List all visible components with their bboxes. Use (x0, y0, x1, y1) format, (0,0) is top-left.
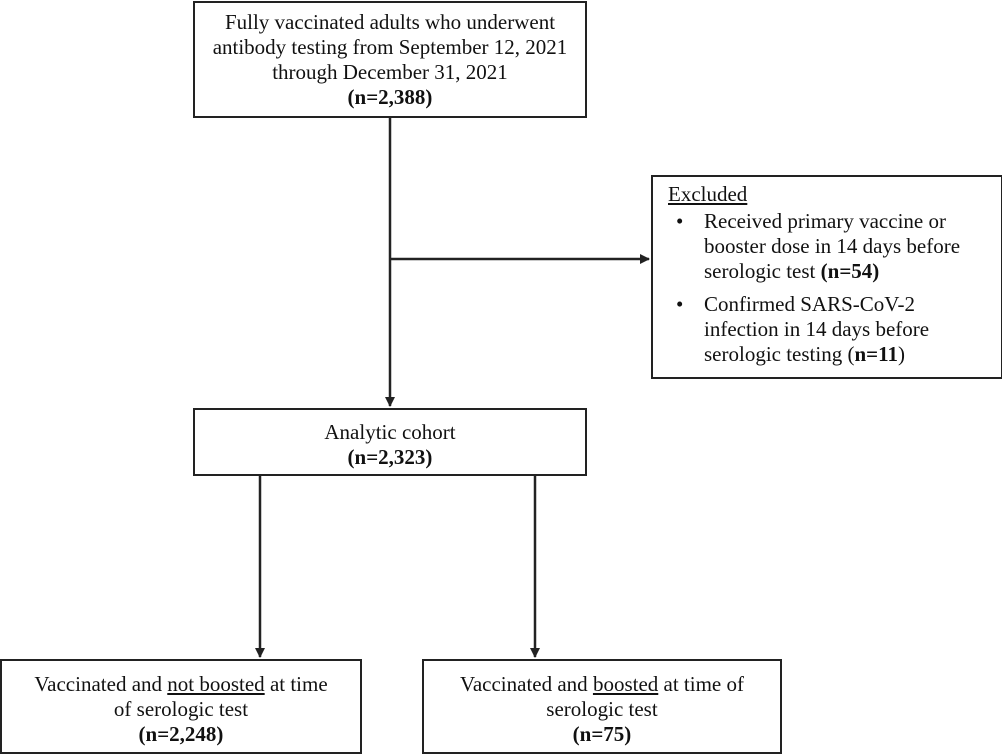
enrollment-count: (n=2,388) (347, 85, 433, 109)
enrollment-line-1: Fully vaccinated adults who underwent (224, 10, 556, 34)
cohort-label: Analytic cohort (324, 420, 456, 444)
excluded-item-2-line-1: Confirmed SARS-CoV-2 (704, 292, 915, 316)
excluded-item-1-line-1: Received primary vaccine or (704, 209, 946, 233)
boosted-emphasis: boosted (592, 672, 659, 696)
enrollment-box: Fully vaccinated adults who underwent an… (193, 1, 587, 118)
boosted-count: (n=75) (572, 722, 632, 746)
not-boosted-count: (n=2,248) (138, 722, 224, 746)
not-boosted-line-2: of serologic test (113, 697, 249, 721)
excluded-box: Excluded • Received primary vaccine or b… (651, 175, 1002, 379)
excluded-item-2-line-2: infection in 14 days before (704, 317, 930, 341)
excluded-item-recent-infection: • Confirmed SARS-CoV-2 infection in 14 d… (668, 292, 993, 367)
boosted-line-2: serologic test (546, 697, 658, 721)
excluded-heading: Excluded (668, 182, 748, 206)
boosted-line-1: Vaccinated and boosted at time of (460, 672, 744, 696)
excluded-list: • Received primary vaccine or booster do… (668, 209, 993, 367)
not-boosted-box: Vaccinated and not boosted at time of se… (0, 659, 362, 754)
excluded-item-1-count: (n=54) (820, 259, 880, 283)
excluded-item-1-line-3: serologic test (n=54) (704, 259, 880, 283)
enrollment-line-3: through December 31, 2021 (272, 60, 508, 84)
boosted-box: Vaccinated and boosted at time of serolo… (422, 659, 782, 754)
excluded-item-recent-dose: • Received primary vaccine or booster do… (668, 209, 993, 284)
bullet-icon: • (676, 209, 684, 233)
cohort-count: (n=2,323) (347, 445, 433, 469)
excluded-item-2-count: n=11 (854, 342, 898, 366)
not-boosted-emphasis: not boosted (167, 672, 265, 696)
analytic-cohort-box: Analytic cohort (n=2,323) (193, 408, 587, 476)
enrollment-line-2: antibody testing from September 12, 2021 (212, 35, 568, 59)
excluded-item-1-line-2: booster dose in 14 days before (704, 234, 961, 258)
bullet-icon: • (676, 292, 684, 316)
excluded-item-2-line-3: serologic testing (n=11) (704, 342, 905, 366)
not-boosted-line-1: Vaccinated and not boosted at time (34, 672, 328, 696)
